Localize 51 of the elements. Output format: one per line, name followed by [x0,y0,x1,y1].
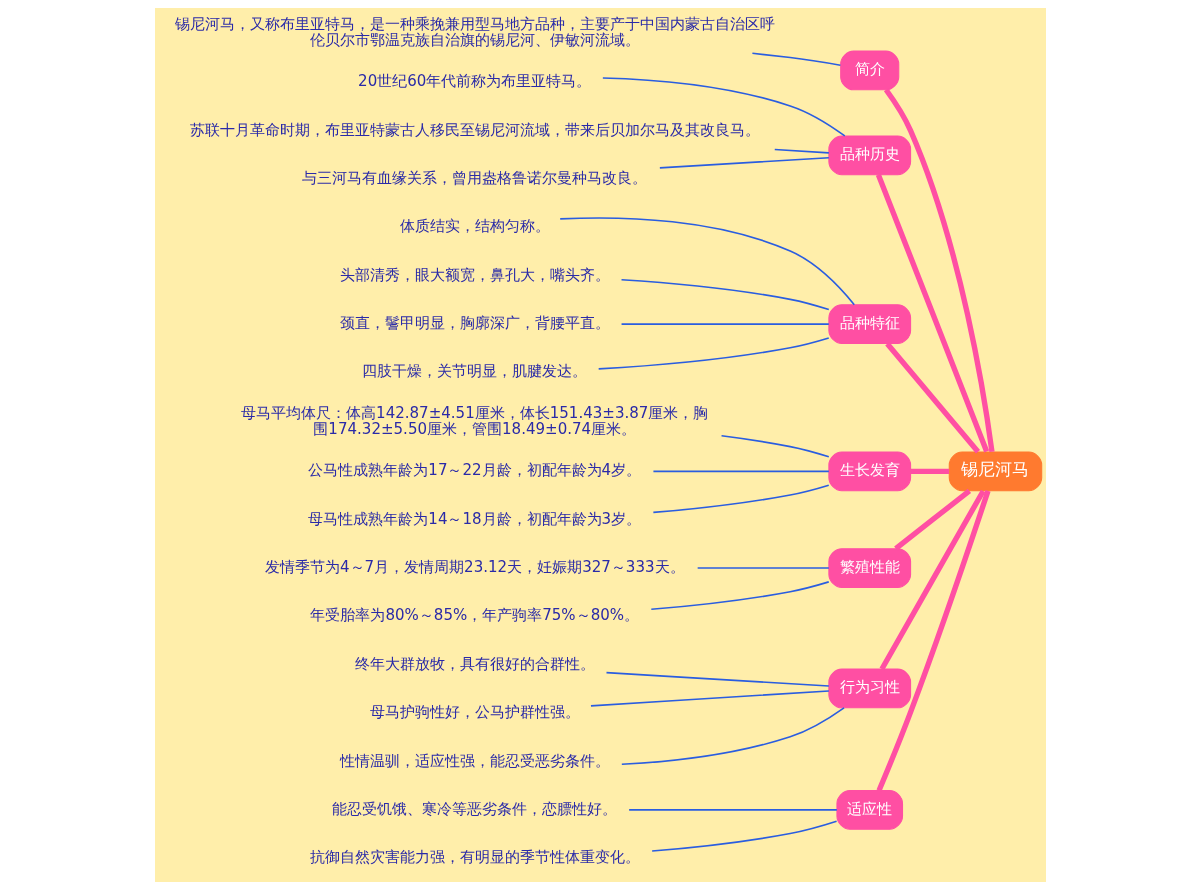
connector [658,156,830,169]
connector [558,217,855,306]
node-text: 颈直，鬐甲明显，胸廓深广，背腰平直。 [339,314,610,333]
connector [773,148,830,154]
connector [876,489,991,792]
connector [751,52,841,66]
node-text: 性情温驯，适应性强，能忍受恶劣条件。 [339,751,610,770]
connector [652,470,830,473]
node-text: 锡尼河马，又称布里亚特马，是一种乘挽兼用型马地方品种，主要产于中国内蒙古自治区呼伦贝尔市鄂温克族自治旗的锡尼河、伊敏河流域。 [174,14,775,49]
connector [875,173,989,453]
node-text: 20世纪60年代前称为布里亚特马。 [357,72,591,91]
node-text: 与三河马有血缘关系，曾用盎格鲁诺尔曼种马改良。 [301,168,647,187]
node-text: 终年大群放牧，具有很好的合群性。 [354,654,595,673]
connector [620,323,830,325]
connector [605,671,830,687]
node-box: 生长发育 [827,451,911,492]
node-box: 品种历史 [827,135,911,176]
connector [652,484,830,514]
node-box: 适应性 [835,790,903,830]
connector [627,809,838,811]
connector [650,820,837,852]
node-text: 母马护驹性好，公马护群性强。 [369,703,580,722]
node-box: 繁殖性能 [827,548,911,588]
connector [589,690,830,707]
node-text: 体质结实，结构匀称。 [399,217,550,236]
connector [720,435,830,458]
connector [884,342,980,454]
connector [597,337,830,370]
node-text: 公马性成熟年龄为17～22月龄，初配年龄为4岁。 [307,461,641,480]
node-text: 抗御自然灾害能力强，有明显的季节性体重变化。 [309,848,640,867]
node-text: 母马性成熟年龄为14～18月龄，初配年龄为3岁。 [307,509,641,528]
node-box: 行为习性 [827,668,911,709]
node-box: 品种特征 [827,304,911,344]
connector [879,489,986,671]
node-text: 苏联十月革命时期，布里亚特蒙古人移民至锡尼河流域，带来后贝加尔马及其改良马。 [189,120,760,139]
connector [893,488,971,551]
node-text: 发情季节为4～7月，发情周期23.12天，妊娠期327～333天。 [264,558,685,577]
connector [883,88,995,453]
connector [650,581,830,611]
node-text: 年受胎率为80%～85%，年产驹率75%～80%。 [309,606,639,625]
node-text: 四肢干燥，关节明显，肌腱发达。 [361,362,587,381]
connector [620,707,845,766]
node-text: 母马平均体尺：体高142.87±4.51厘米，体长151.43±3.87厘米，胸围174.32±5.50厘米，管围18.49±0.74厘米。 [240,403,708,438]
connector [601,77,846,137]
node-box: 锡尼河马 [948,451,1042,492]
connector [620,278,830,311]
node-box: 简介 [839,50,899,91]
connector [696,567,830,569]
node-text: 能忍受饥饿、寒冷等恶劣条件，恋膘性好。 [331,799,617,818]
connector [910,468,949,474]
node-text: 头部清秀，眼大额宽，鼻孔大，嘴头齐。 [339,265,610,284]
